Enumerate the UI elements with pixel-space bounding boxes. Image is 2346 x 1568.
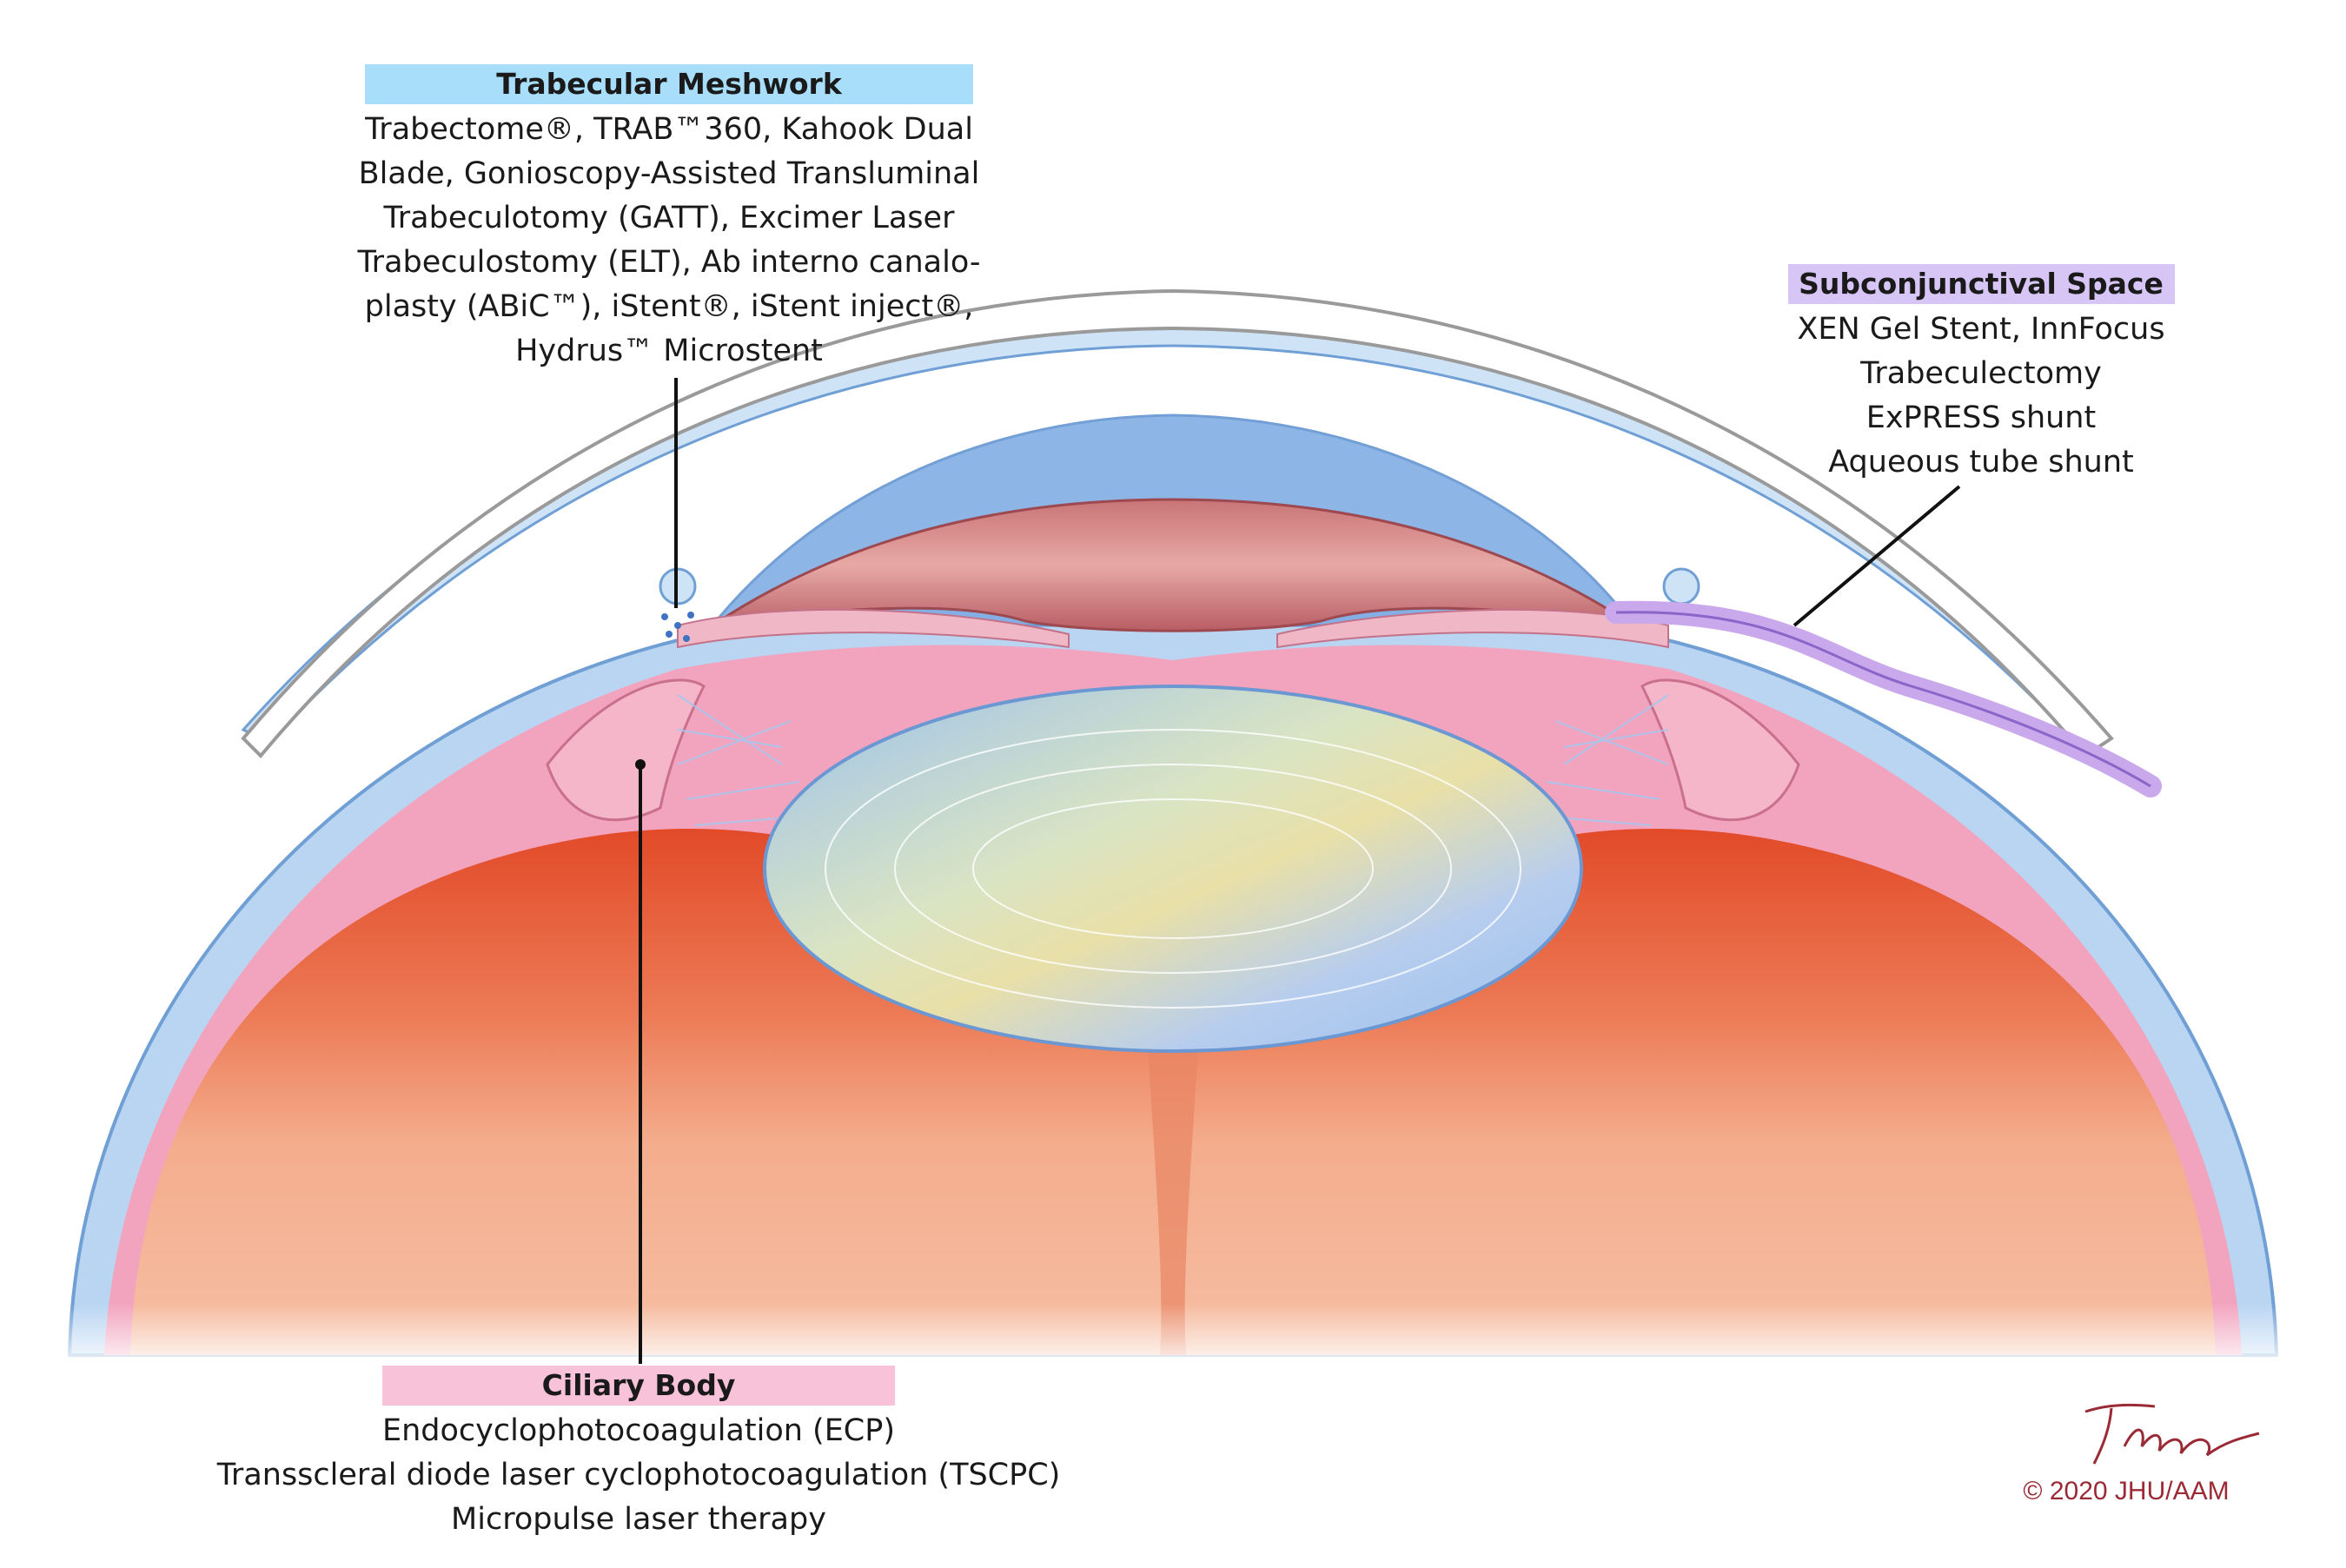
leader-line-subconjunctival xyxy=(1793,485,1961,627)
label-line: Micropulse laser therapy xyxy=(451,1502,826,1537)
label-line: XEN Gel Stent, InnFocus xyxy=(1797,312,2165,347)
ciliary-body-left xyxy=(546,678,706,822)
label-line: Trabeculotomy (GATT), Excimer Laser xyxy=(383,201,955,235)
ciliary-body-label: Ciliary Body Endocyclophotocoagulation (… xyxy=(209,1366,1069,1542)
lens-fibers xyxy=(825,729,1521,1009)
artist-signature xyxy=(2084,1403,2260,1465)
iris-root-left xyxy=(677,608,1070,649)
trabecular-meshwork-heading: Trabecular Meshwork xyxy=(365,64,973,104)
schlemm-canal-right xyxy=(1662,567,1700,605)
ciliary-body-right xyxy=(1640,678,1800,822)
subconjunctival-space-heading: Subconjunctival Space xyxy=(1787,264,2175,304)
label-line: plasty (ABiC™), iStent®, iStent inject®, xyxy=(364,289,974,324)
bottom-fade xyxy=(0,1303,2346,1373)
zonules xyxy=(677,694,1669,826)
label-line: Trabeculostomy (ELT), Ab interno canalo- xyxy=(357,245,981,280)
label-line: ExPRESS shunt xyxy=(1866,400,2097,435)
lens xyxy=(763,685,1583,1053)
subconjunctival-space-label: Subconjunctival Space XEN Gel Stent, Inn… xyxy=(1755,264,2207,485)
label-line: Hydrus™ Microstent xyxy=(515,334,823,368)
label-line: Transscleral diode laser cyclophotocoagu… xyxy=(216,1458,1061,1492)
leader-dot-ciliary xyxy=(635,759,646,770)
label-line: Trabeculectomy xyxy=(1860,356,2102,391)
label-line: Aqueous tube shunt xyxy=(1828,445,2134,480)
drainage-tube-outline xyxy=(1615,611,2151,788)
label-line: Blade, Gonioscopy-Assisted Transluminal xyxy=(358,156,980,191)
copyright-credit: © 2020 JHU/AAM xyxy=(2023,1477,2230,1505)
label-line: Endocyclophotocoagulation (ECP) xyxy=(381,1413,896,1448)
ciliary-body-heading: Ciliary Body xyxy=(382,1366,895,1406)
vitreous-channel xyxy=(1147,1034,1199,1355)
trabecular-dots xyxy=(661,612,694,642)
iris-root-right xyxy=(1276,608,1669,649)
label-line: Trabectome®, TRAB™360, Kahook Dual xyxy=(365,112,973,147)
trabecular-meshwork-label: Trabecular Meshwork Trabectome®, TRAB™36… xyxy=(335,64,1004,374)
